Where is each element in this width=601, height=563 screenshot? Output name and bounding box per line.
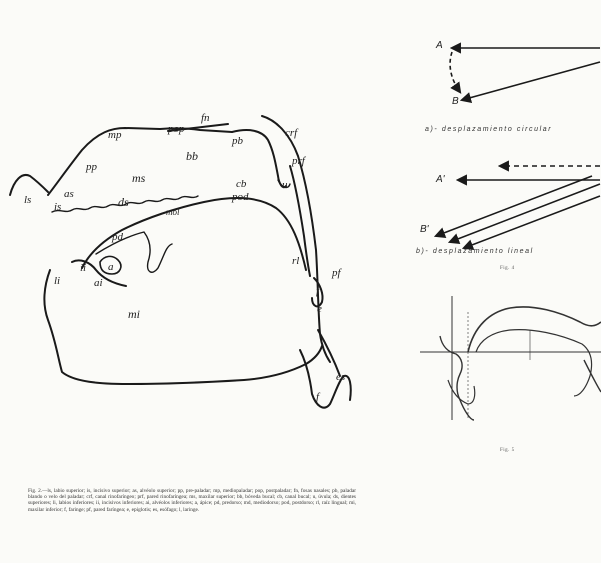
point-B: B bbox=[452, 96, 459, 107]
caption-linear-displacement: b)- desplazamiento lineal bbox=[416, 248, 534, 255]
figure-5-label: Fig. 5 bbox=[500, 448, 515, 453]
point-A: A bbox=[436, 40, 443, 51]
fig5-right-edge bbox=[584, 360, 601, 392]
linear-arrow-2 bbox=[450, 184, 600, 242]
caption-circular-displacement: a)- desplazamiento circular bbox=[425, 126, 552, 133]
figure-4-label: Fig. 4 bbox=[500, 266, 515, 271]
linear-arrow-3 bbox=[464, 196, 600, 248]
point-A-prime: A' bbox=[436, 174, 445, 185]
linear-arrow-1 bbox=[436, 176, 592, 236]
fig5-inner-curve bbox=[476, 330, 592, 396]
circular-path bbox=[450, 52, 460, 92]
arrow-to-B bbox=[462, 62, 600, 100]
fig5-tongue-curve bbox=[468, 307, 601, 352]
figure-5-graph bbox=[420, 296, 601, 420]
point-B-prime: B' bbox=[420, 224, 429, 235]
